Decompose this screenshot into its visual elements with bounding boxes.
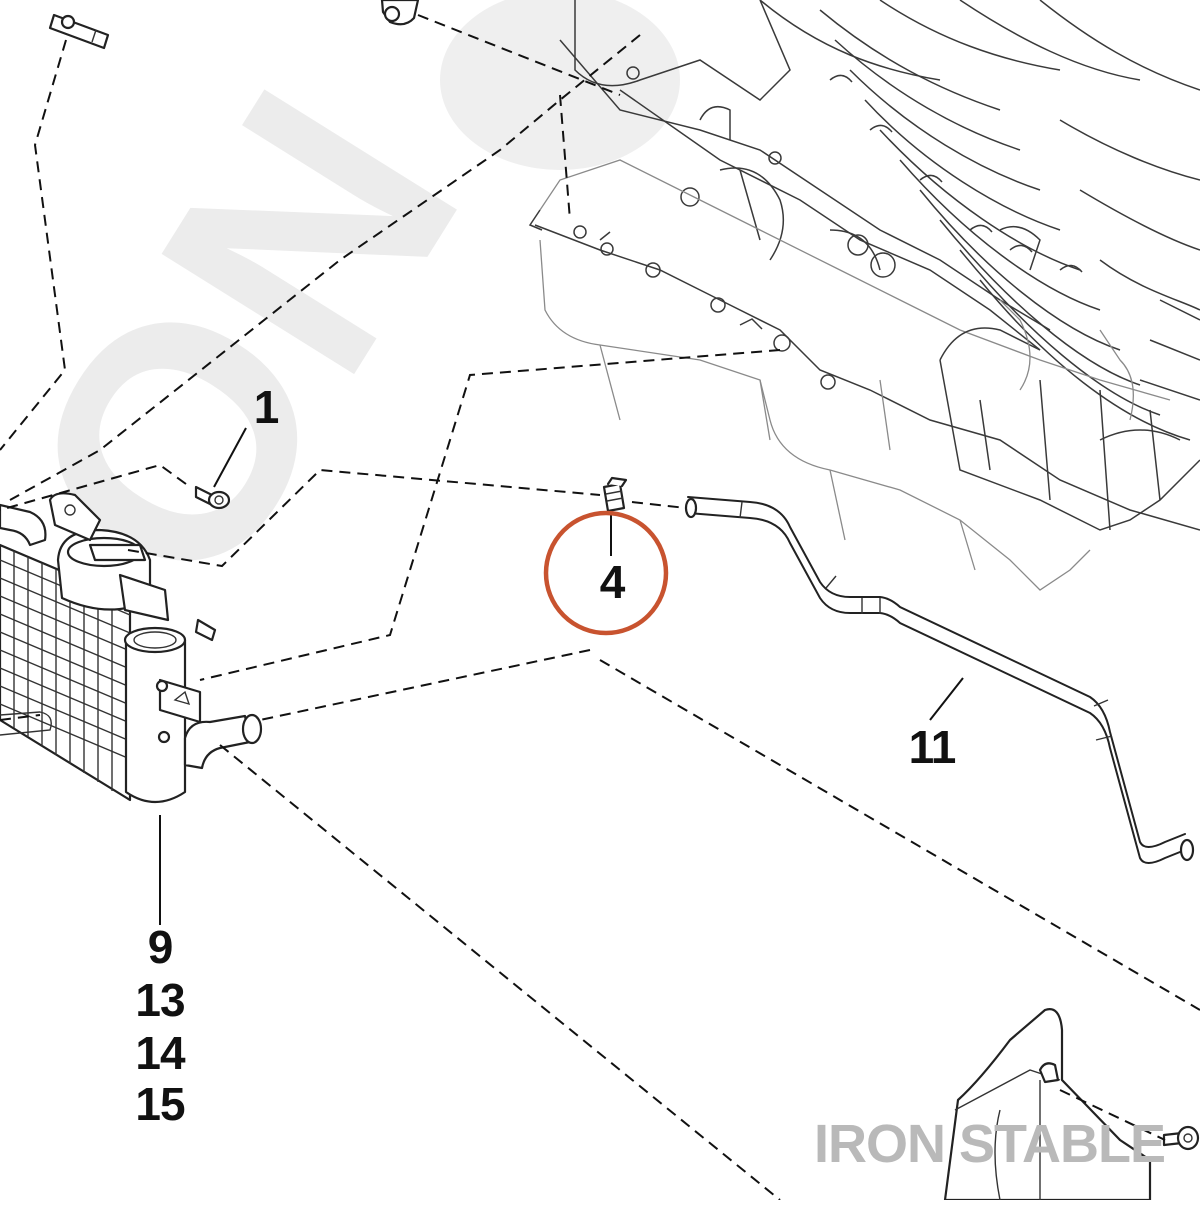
- callout-1: 1: [254, 381, 279, 433]
- upper-hose-stub: [0, 503, 47, 547]
- assembly-leader-lines: [0, 14, 1200, 1201]
- callout-13: 13: [135, 974, 184, 1026]
- callout-9: 9: [148, 921, 173, 973]
- bolt-part-1: [194, 485, 231, 510]
- callout-labels: 1 4 11 9 13 14 15: [135, 381, 956, 1130]
- frame-rails: [939, 299, 1200, 531]
- outlet-elbow: [183, 713, 263, 770]
- callout-15: 15: [135, 1078, 185, 1130]
- oil-cooler-assembly: [0, 492, 263, 803]
- breather-hose-part-11: [683, 496, 1195, 864]
- filler-cap: [48, 492, 217, 642]
- hose-clamp-part-4: [602, 476, 628, 513]
- lower-bolt: [1162, 1125, 1200, 1151]
- brand-watermark: IRON STABLE: [814, 1114, 1165, 1174]
- pointer-lines: [159, 427, 964, 925]
- radiator-fins: [759, 0, 1200, 441]
- top-fitting-center: [380, 0, 420, 26]
- engine-assembly: [528, 0, 1200, 591]
- cooler-end-tank: [123, 626, 202, 803]
- callout-11: 11: [909, 721, 956, 773]
- callout-14: 14: [135, 1027, 186, 1079]
- top-fitting-left: [48, 13, 110, 50]
- highlight-circle: [543, 510, 669, 636]
- lower-bracket: [0, 711, 52, 736]
- crankcase: [528, 159, 1200, 591]
- callout-4: 4: [600, 556, 626, 608]
- lower-housing: [943, 1008, 1200, 1202]
